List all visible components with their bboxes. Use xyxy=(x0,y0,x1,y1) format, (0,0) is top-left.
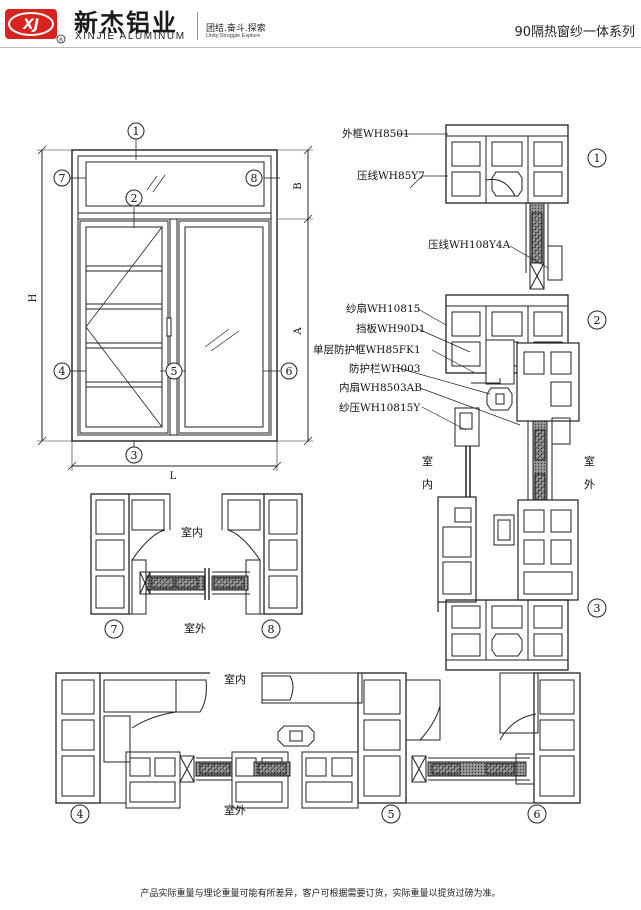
dim-height-label: H xyxy=(28,293,39,302)
outdoor-label-456: 室外 xyxy=(224,803,246,817)
label-glazing-bead-2: 压线WH108Y4A xyxy=(428,238,511,251)
series-title: 90隔热窗纱一体系列 xyxy=(514,25,635,40)
svg-text:4: 4 xyxy=(77,808,84,821)
header-divider xyxy=(197,12,198,40)
brand-name-en: XINJIE ALUMINUM xyxy=(75,31,186,42)
label-inner-sash: 内扇WH8503AB xyxy=(339,381,422,394)
svg-text:7: 7 xyxy=(111,623,118,636)
section-number-2: 2 xyxy=(587,310,607,330)
callout-5: 5 xyxy=(165,362,183,380)
brand-name: 新杰铝业 xyxy=(74,9,178,37)
outdoor-label-78: 室外 xyxy=(184,621,206,635)
svg-text:5: 5 xyxy=(171,365,178,378)
svg-text:3: 3 xyxy=(131,449,138,462)
callout-1: 1 xyxy=(127,122,145,140)
dim-transom-label: B xyxy=(293,182,304,189)
registered-mark: R xyxy=(59,38,63,44)
section-number-8: 8 xyxy=(261,619,281,639)
section-number-5: 5 xyxy=(381,804,401,824)
section-number-3: 3 xyxy=(587,598,607,618)
label-screen-sash: 纱扇WH10815 xyxy=(346,302,420,315)
footer-note: 产品实际重量与理论重量可能有所差异，客户可根据需要订货，实际重量以提货过磅为准。 xyxy=(140,889,501,899)
section-number-4: 4 xyxy=(70,804,90,824)
outdoor-label-v2: 外 xyxy=(584,478,595,491)
dim-width-label: L xyxy=(170,471,177,482)
section-number-6: 6 xyxy=(527,804,547,824)
svg-text:3: 3 xyxy=(594,602,601,615)
section-number-7: 7 xyxy=(104,619,124,639)
label-outer-frame: 外框WH8501 xyxy=(342,127,410,140)
svg-text:4: 4 xyxy=(59,365,66,378)
logo-text: XJ xyxy=(22,17,39,33)
svg-text:6: 6 xyxy=(286,365,293,378)
section-4-5-6 xyxy=(55,672,581,809)
callout-6: 6 xyxy=(280,362,298,380)
svg-text:8: 8 xyxy=(251,172,258,185)
slogan-en: Unity.Struggle.Explore xyxy=(206,33,261,39)
svg-text:7: 7 xyxy=(59,172,66,185)
header-rule xyxy=(0,47,641,48)
svg-text:1: 1 xyxy=(594,152,601,165)
label-baffle: 挡板WH90D1 xyxy=(356,322,425,335)
section-labels: 外框WH8501 压线WH85Y7 压线WH108Y4A 纱扇WH10815 挡… xyxy=(313,127,511,414)
vertical-section xyxy=(397,124,580,671)
svg-text:5: 5 xyxy=(388,808,395,821)
section-number-1: 1 xyxy=(587,148,607,168)
label-glazing-bead: 压线WH85Y7 xyxy=(357,169,425,182)
window-elevation xyxy=(37,140,313,471)
svg-text:8: 8 xyxy=(268,623,275,636)
svg-text:6: 6 xyxy=(534,808,541,821)
callout-7: 7 xyxy=(53,169,71,187)
dim-sash-label: A xyxy=(293,327,304,336)
callout-3: 3 xyxy=(125,446,143,464)
label-screen-bead: 纱压WH10815Y xyxy=(339,402,421,414)
indoor-label-v1: 室 xyxy=(422,454,433,468)
callout-2: 2 xyxy=(125,189,143,207)
label-guard-frame: 单层防护框WH85FK1 xyxy=(313,343,421,356)
indoor-label-v2: 内 xyxy=(422,477,433,491)
outdoor-label-v1: 室 xyxy=(584,454,595,468)
label-guard-bar: 防护栏WH003 xyxy=(349,362,421,375)
svg-text:2: 2 xyxy=(131,192,138,205)
indoor-label-78: 室内 xyxy=(181,525,203,539)
svg-text:2: 2 xyxy=(594,314,601,327)
header: XJ R 新杰铝业 XINJIE ALUMINUM 团结.奋斗.探索 Unity… xyxy=(0,0,641,48)
brand-logo-icon: XJ R xyxy=(5,9,66,44)
svg-text:1: 1 xyxy=(133,125,140,138)
slogan: 团结.奋斗.探索 xyxy=(206,24,266,34)
callout-8: 8 xyxy=(245,169,263,187)
elevation-callouts: 1 2 3 4 5 6 7 8 xyxy=(53,122,298,464)
section-7-8 xyxy=(90,493,303,615)
indoor-label-456: 室内 xyxy=(224,672,246,686)
callout-4: 4 xyxy=(53,362,71,380)
